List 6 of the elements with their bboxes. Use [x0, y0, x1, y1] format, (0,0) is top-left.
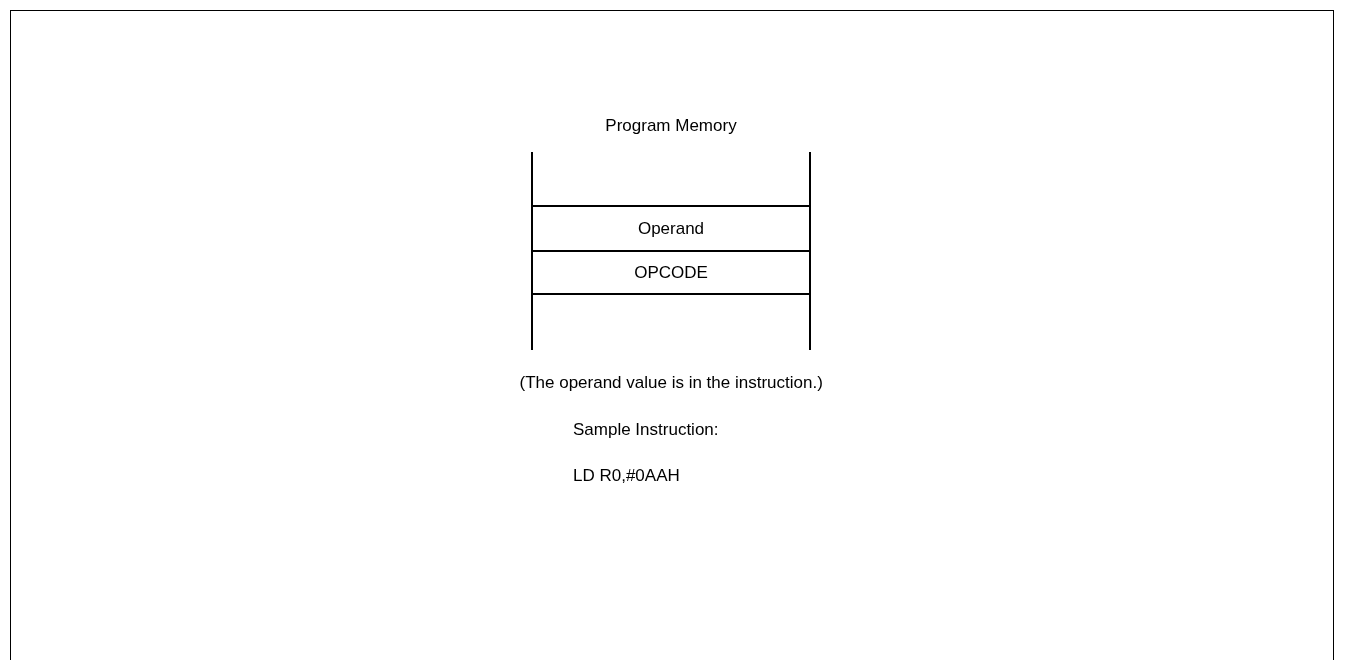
memory-cell: OPCODE — [533, 250, 809, 295]
instruction-text: LD R0,#0AAH — [573, 466, 680, 486]
column-heading: Program Memory — [604, 116, 738, 136]
heading-text: Sample Instruction: — [573, 420, 719, 440]
memory-cell: Operand — [533, 205, 809, 250]
note-text: (The operand value is in the instruction.) — [519, 373, 823, 393]
